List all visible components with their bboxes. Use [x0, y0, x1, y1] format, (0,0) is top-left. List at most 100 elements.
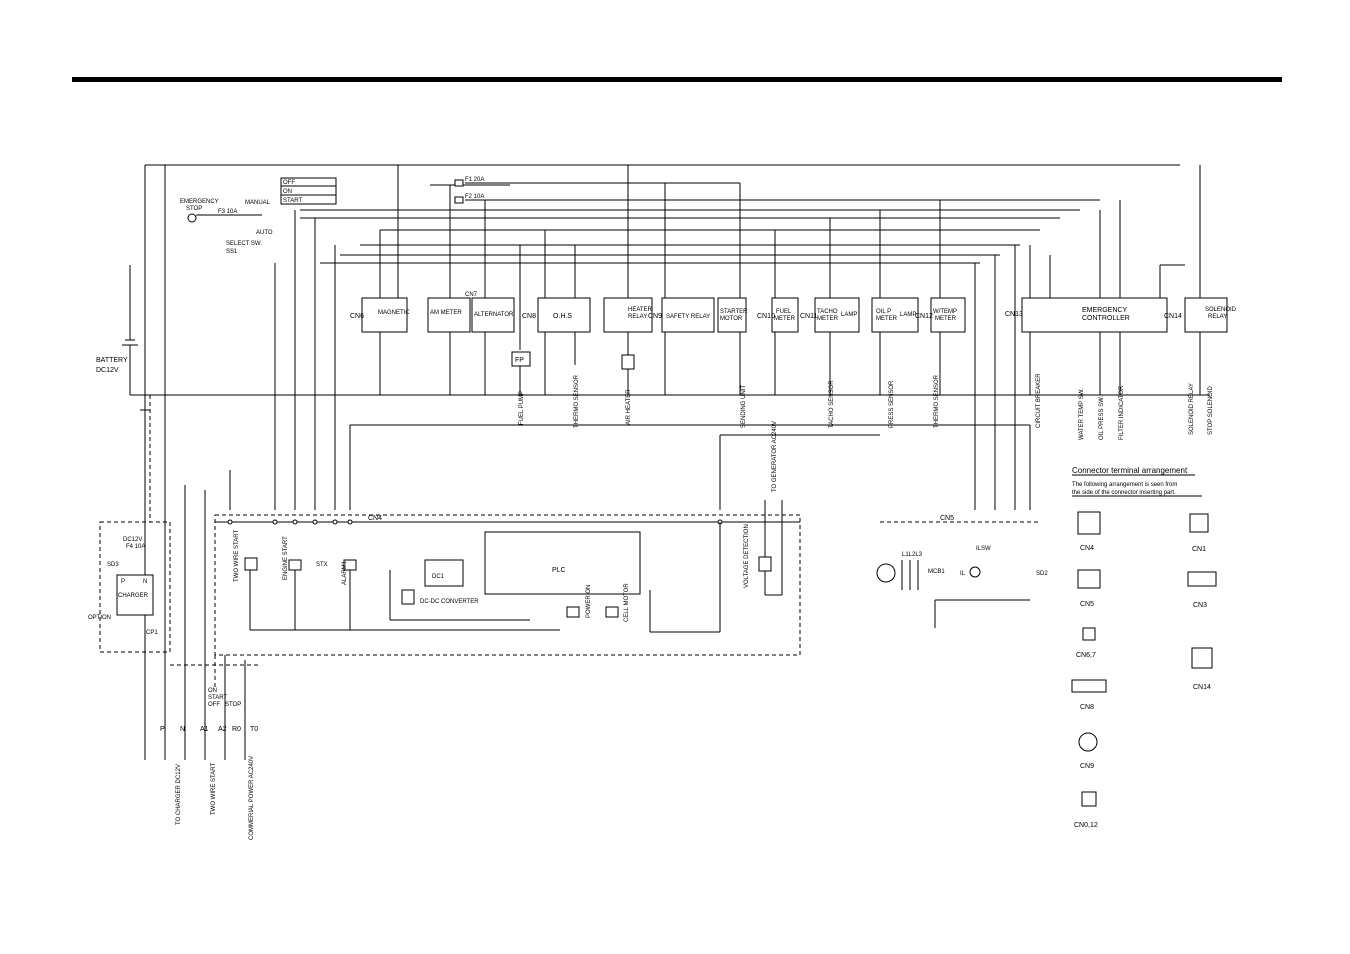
cell-motor-label: CELL MOTOR — [624, 583, 630, 622]
cn4-bus: CN4 — [215, 515, 800, 525]
cn14-conn: CN14 — [1164, 313, 1182, 320]
wtemp-label: W/TEMP — [933, 309, 957, 315]
voltage-detection-label: VOLTAGE DETECTION — [744, 524, 750, 588]
switch-state-start: START — [208, 695, 227, 701]
power-on-label: POWER ON — [586, 585, 592, 618]
charger-n: N — [143, 579, 147, 585]
terminal-a1: A1 — [200, 726, 209, 733]
charger-section: P N CHARGER OPTION SD3 CP1 F4 10A DC12V — [88, 537, 158, 636]
il-label: IL — [960, 571, 966, 577]
lower-wires — [144, 210, 1031, 760]
label-press-sensor: PRESS SENSOR — [889, 380, 895, 428]
dashed-boxes — [99, 395, 801, 690]
fuses-top: F1 20A F2 10A — [454, 177, 484, 204]
oilp-label-2: METER — [876, 316, 898, 322]
charger-label: CHARGER — [118, 593, 149, 599]
starter-label: STARTER — [720, 309, 748, 315]
tacho-label-2: METER — [817, 316, 839, 322]
label-water-temp-sw: WATER TEMP SW. — [1079, 388, 1085, 440]
alternator-label: ALTERNATOR — [474, 312, 514, 318]
fuel-meter-block: CN10 FUEL METER — [757, 297, 799, 333]
heater-relay-label: HEATER — [628, 307, 653, 313]
battery-label: BATTERY — [96, 357, 128, 364]
label-filter-indicator: FILTER INDICATOR — [1119, 385, 1125, 440]
generator-label: TO GENERATOR AC240V — [772, 421, 778, 492]
fuse-f1: F1 20A — [465, 177, 484, 183]
engine-start-label: ENGINE START — [283, 536, 289, 580]
manual-label: MANUAL — [245, 200, 271, 206]
emg-label: EMERGENCY — [1082, 307, 1127, 314]
legend-cn8: CN8 — [1080, 704, 1094, 711]
battery-symbol: BATTERY DC12V — [96, 265, 150, 411]
starter-label-2: MOTOR — [720, 316, 743, 322]
auto-label: AUTO — [256, 230, 273, 236]
cn5-section: CN5 L1L2L3 MCB1 IL ILSW SD2 — [876, 515, 1048, 628]
solenoid-relay-block: CN14 SOLENOID RELAY — [1164, 297, 1237, 333]
sd3-label: SD3 — [107, 562, 119, 568]
terminal-n: N — [180, 726, 185, 733]
dc12v-label: DC12V — [123, 537, 142, 543]
oilp-meter-block: OIL P METER LAMP — [871, 297, 919, 333]
component-blocks: CN6 MAGNETIC AM METER ALTERNATOR CN7 CN8… — [350, 292, 1237, 333]
ilsw-label: ILSW — [976, 546, 991, 552]
label-oil-press-sw: OIL PRESS SW. — [1099, 396, 1105, 440]
cn7-conn: CN7 — [465, 292, 478, 298]
label-solenoid-relay: SOLENOID RELAY — [1189, 383, 1195, 435]
fuse-f4: F4 10A — [126, 544, 145, 550]
output-terminals: P N A1 A2 R0 T0 TO CHARGER DC12V TWO WIR… — [160, 688, 258, 840]
cn10-conn: CN10 — [757, 313, 775, 320]
label-thermo-sensor-2: THERMO SENSOR — [934, 374, 940, 428]
sd2-label: SD2 — [1036, 571, 1048, 577]
dc1-label: DC1 — [432, 574, 445, 580]
cn6-block: CN6 MAGNETIC — [350, 297, 410, 333]
fp-label: FP — [515, 357, 524, 364]
cn6-label: MAGNETIC — [378, 310, 410, 316]
cn8-conn: CN8 — [522, 313, 536, 320]
cn6-conn: CN6 — [350, 313, 364, 320]
select-sw-label: SELECT SW. — [226, 241, 262, 247]
fuel-label: FUEL — [776, 309, 792, 315]
commercial-power-label: COMMERIAL POWER AC240V — [249, 756, 255, 840]
terminal-t0: T0 — [250, 726, 258, 733]
select-sw-id: SS1 — [226, 249, 238, 255]
two-wire-start-terminal-label: TWO WIRE START — [211, 763, 217, 815]
switch-state-off: OFF — [208, 702, 220, 708]
cp1-label: CP1 — [146, 630, 158, 636]
charger-p: P — [121, 579, 125, 585]
cn9-conn: CN9 — [648, 313, 662, 320]
ammeter-block: AM METER — [427, 297, 471, 333]
tacho-lamp: LAMP — [841, 312, 857, 318]
two-wire-start-label: TWO WIRE START — [234, 530, 240, 582]
ohs-label: O.H.S — [553, 313, 572, 320]
safety-relay-block: CN9 SAFETY RELAY — [648, 297, 715, 333]
label-thermo-sensor: THERMO SENSOR — [574, 374, 580, 428]
bottom-sensor-labels: FUEL PUMP THERMO SENSOR AIR HEATER SENDI… — [519, 373, 1214, 440]
heater-relay-label-2: RELAY — [628, 314, 647, 320]
select-row-on: ON — [283, 189, 292, 195]
emg-label-2: CONTROLLER — [1082, 315, 1130, 322]
switch-state-on: ON — [208, 688, 217, 694]
tacho-meter-block: CN11 TACHO METER LAMP — [800, 297, 860, 333]
sol-label-2: RELAY — [1208, 314, 1227, 320]
emergency-stop-switch: EMERGENCY STOP F3 10A MANUAL AUTO SELECT… — [180, 177, 337, 255]
mcb1-label: MCB1 — [928, 569, 945, 575]
emergency-stop-label: EMERGENCY — [180, 199, 219, 205]
l1l2l3-label: L1L2L3 — [902, 552, 923, 558]
vertical-wires: FP — [379, 165, 1201, 395]
fuel-label-2: METER — [774, 316, 796, 322]
label-fuel-pump: FUEL PUMP — [519, 391, 525, 425]
stx-label: STX — [316, 562, 328, 568]
option-label: OPTION — [88, 615, 111, 621]
cn5-label: CN5 — [940, 515, 954, 522]
tacho-label: TACHO — [817, 309, 838, 315]
legend-cn1: CN1 — [1192, 546, 1206, 553]
select-row-off: OFF — [283, 180, 295, 186]
emergency-controller-block: CN13 EMERGENCY CONTROLLER — [1005, 297, 1168, 333]
oilp-lamp: LAMP — [900, 312, 916, 318]
label-air-heater: AIR HEATER — [626, 389, 632, 425]
legend-cn012: CN0,12 — [1074, 822, 1098, 829]
wtemp-label-2: METER — [935, 316, 957, 322]
connector-legend: Connector terminal arrangement The follo… — [1071, 466, 1217, 829]
plc-section: PLC DC1 DC-DC CONVERTER VOLTAGE DETECTIO… — [234, 421, 783, 633]
